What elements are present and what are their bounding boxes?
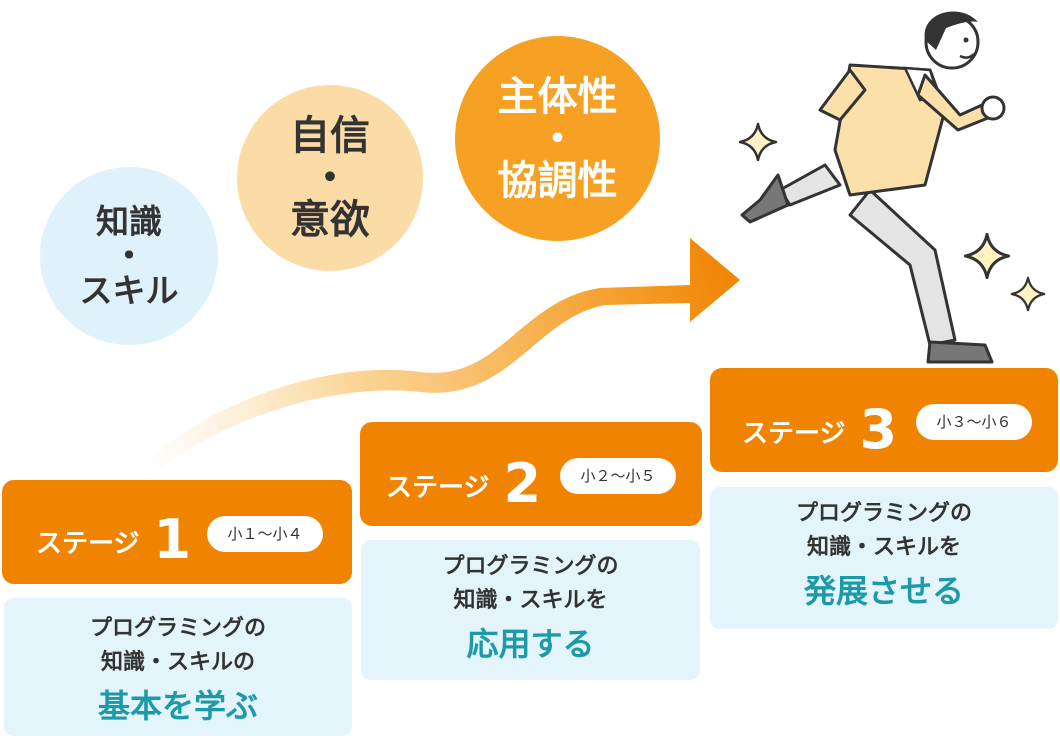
stage3-label: ステージ 3 <box>742 398 897 461</box>
circle-initiative-cooperation: 主体性 ・ 協調性 <box>455 36 660 241</box>
stage1-label: ステージ 1 <box>36 508 191 571</box>
circle-knowledge-skill: 知識 ・ スキル <box>40 167 218 345</box>
description-emphasis: 発展させる <box>803 572 964 610</box>
circle-text-dot: ・ <box>537 115 578 162</box>
circle-text-bottom: 協調性 <box>497 157 618 204</box>
stage3-description: プログラミングの 知識・スキルを 発展させる <box>710 487 1058 629</box>
description-line: 知識・スキルを <box>453 588 608 613</box>
stage1-description: プログラミングの 知識・スキルの 基本を学ぶ <box>4 598 352 736</box>
circle-text-top: 主体性 <box>497 73 618 120</box>
stage-number: 1 <box>153 508 192 571</box>
stage2-description: プログラミングの 知識・スキルを 応用する <box>361 540 700 680</box>
stage-number: 2 <box>503 452 542 515</box>
circle-text-top: 自信 <box>290 113 370 159</box>
circle-confidence-motivation: 自信 ・ 意欲 <box>237 85 423 271</box>
description-line: プログラミングの <box>442 554 619 579</box>
description-line: プログラミングの <box>89 616 266 641</box>
stage-word: ステージ <box>36 529 140 559</box>
stage3-grade-badge: 小３〜小６ <box>916 404 1032 440</box>
running-man-illustration <box>740 11 1006 364</box>
description-emphasis: 応用する <box>466 625 595 663</box>
sparkle-icon <box>963 232 1011 280</box>
description-line: プログラミングの <box>795 501 972 526</box>
stage1-grade-badge: 小１〜小４ <box>207 516 323 552</box>
stage-number: 3 <box>859 398 898 461</box>
circle-text-dot: ・ <box>310 155 350 201</box>
circle-text-top: 知識 <box>96 201 162 241</box>
circle-text-bottom: 意欲 <box>290 197 370 243</box>
sparkle-icon <box>1010 276 1046 312</box>
stage-word: ステージ <box>742 419 846 449</box>
circle-text-bottom: スキル <box>79 270 179 310</box>
stage2-label: ステージ 2 <box>386 452 541 515</box>
description-emphasis: 基本を学ぶ <box>97 687 258 725</box>
sparkle-icon <box>738 122 778 162</box>
stage-word: ステージ <box>386 473 490 503</box>
circle-text-dot: ・ <box>112 236 146 276</box>
stage2-grade-badge: 小２〜小５ <box>560 458 676 494</box>
description-line: 知識・スキルを <box>806 535 961 560</box>
description-line: 知識・スキルの <box>100 650 255 675</box>
